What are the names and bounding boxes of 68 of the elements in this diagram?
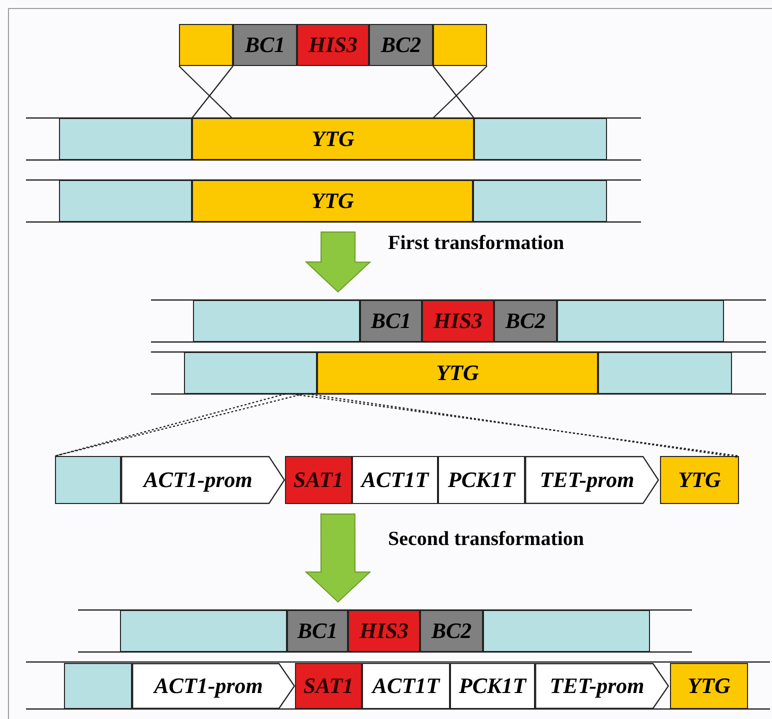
gene-segment [285,456,352,504]
gene-label: BC1 [370,310,412,332]
gene-label: PCK1T [458,675,526,697]
gene-label: BC2 [380,34,422,56]
gene-segment [660,456,739,504]
homology-region [120,610,287,652]
crossover-line [178,66,232,118]
gene-segment [360,300,422,342]
gene-label: HIS3 [360,620,408,642]
gene-label: HIS3 [434,310,482,332]
promoter-element [121,456,285,504]
homology-region [474,118,607,160]
homology-region [557,300,724,342]
gene-label: ACT1-prom [154,675,264,697]
gene-label: BC2 [505,310,546,332]
homology-region [64,663,132,709]
homology-region [473,180,607,222]
homology-region [59,180,192,222]
flank-region [179,24,233,66]
gene-segment [192,180,473,222]
gene-segment [317,352,598,394]
gene-segment [422,300,494,342]
block-arrow [304,514,372,603]
gene-label: BC1 [297,620,338,642]
homology-region [483,610,650,652]
gene-segment [369,24,433,66]
promoter-element [132,663,295,709]
gene-segment [362,663,450,709]
gene-segment [295,663,362,709]
homology-region [59,118,192,160]
gene-label: BC1 [244,34,286,56]
gene-segment [192,118,474,160]
gene-segment [233,24,297,66]
homology-region [598,352,732,394]
promoter-element [535,663,669,709]
gene-label: PCK1T [448,469,516,491]
gene-label: TET-prom [540,469,636,491]
gene-segment [420,610,483,652]
gene-segment [438,456,525,504]
homology-region [193,300,360,342]
gene-label: ACT1-prom [144,469,254,491]
gene-segment [670,663,748,709]
gene-label: YTG [311,190,354,212]
gene-label: HIS3 [308,34,358,56]
homology-region [184,352,317,394]
gene-segment [450,663,535,709]
gene-segment [494,300,557,342]
gene-label: YTG [436,362,479,384]
crossover-line [432,66,488,118]
homology-region [55,456,121,504]
gene-label: YTG [688,675,730,697]
block-arrow [304,232,372,293]
gene-segment [352,456,438,504]
flank-region [433,24,487,66]
gene-label: YTG [678,469,721,491]
gene-label: SAT1 [303,675,354,697]
gene-segment [287,610,348,652]
gene-label: ACT1T [372,675,440,697]
gene-segment [297,24,369,66]
gene-label: TET-prom [550,675,646,697]
gene-label: BC2 [431,620,472,642]
crossover-line [192,66,234,118]
gene-label: ACT1T [361,469,429,491]
gene-label: YTG [312,128,354,150]
gene-segment [348,610,420,652]
gene-label: SAT1 [293,469,344,491]
promoter-element [525,456,659,504]
crossover-line [432,66,474,118]
